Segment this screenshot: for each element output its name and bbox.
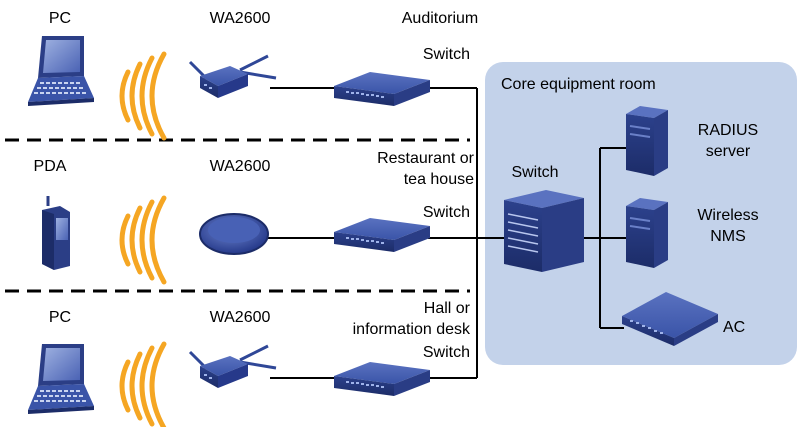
network-links xyxy=(266,87,630,379)
wireless-signal-icon xyxy=(122,344,164,427)
ac-label: AC xyxy=(723,319,746,336)
server-icon xyxy=(625,105,669,177)
auditorium-label: Auditorium xyxy=(401,10,479,27)
pda-label: PDA xyxy=(33,158,67,175)
nms-label-line1: Wireless xyxy=(697,207,759,224)
wireless-signal-icon xyxy=(122,198,164,282)
wa2600-mid-label: WA2600 xyxy=(209,158,271,175)
nms-label-line2: NMS xyxy=(710,228,746,245)
radius-label-line2: server xyxy=(705,143,751,160)
wa2600-bottom-label: WA2600 xyxy=(209,309,271,326)
laptop-icon xyxy=(28,36,94,106)
hall-label-line1: Hall or xyxy=(423,300,470,317)
access-point-icon xyxy=(188,54,278,100)
restaurant-label-line2: tea house xyxy=(403,171,474,188)
wireless-signal-icon xyxy=(122,54,164,138)
switch-top-label: Switch xyxy=(422,46,470,63)
hall-label-line2: information desk xyxy=(352,321,470,338)
radius-label-line1: RADIUS xyxy=(697,122,759,139)
restaurant-label-line1: Restaurant or xyxy=(377,150,474,167)
server-icon xyxy=(625,197,669,269)
pc-top-label: PC xyxy=(48,10,72,27)
core-switch-icon xyxy=(504,190,584,272)
laptop-icon xyxy=(28,344,94,414)
pda-icon xyxy=(42,196,70,270)
core-room-title: Core equipment room xyxy=(501,76,656,93)
access-point-icon xyxy=(188,344,278,390)
switch-bottom-label: Switch xyxy=(422,344,470,361)
switch-mid-label: Switch xyxy=(422,204,470,221)
switch-icon xyxy=(334,218,430,252)
pc-bottom-label: PC xyxy=(48,309,72,326)
switch-icon xyxy=(334,72,430,106)
core-switch-label: Switch xyxy=(511,164,559,181)
switch-icon xyxy=(334,362,430,396)
access-controller-icon xyxy=(622,292,718,346)
wa2600-top-label: WA2600 xyxy=(209,10,271,27)
ceiling-ap-icon xyxy=(199,213,269,255)
